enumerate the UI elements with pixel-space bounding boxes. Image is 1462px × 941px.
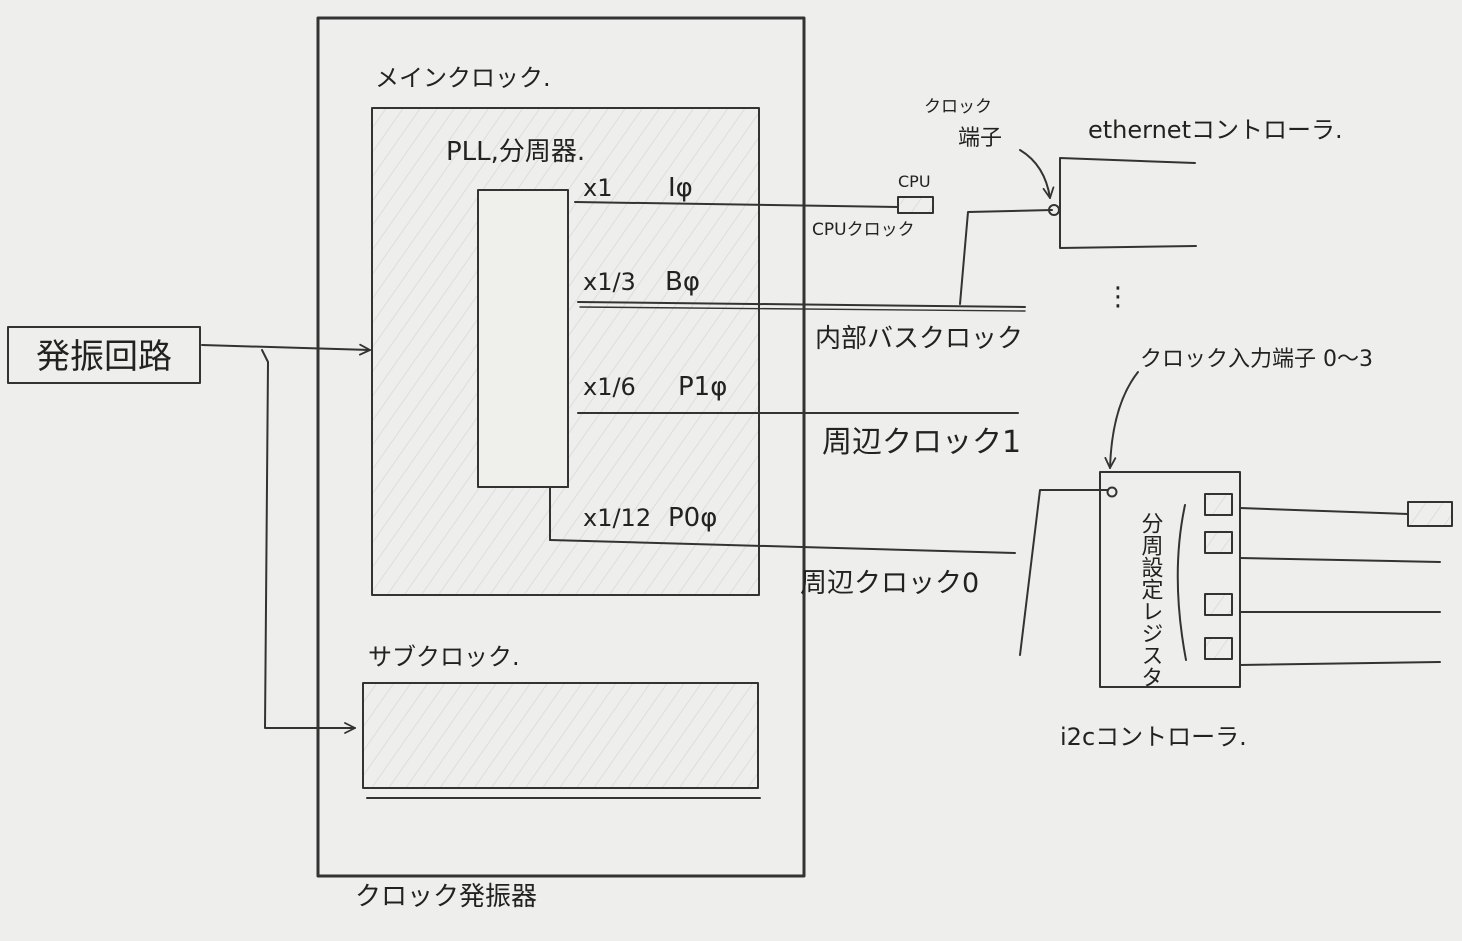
clock-generator-label: クロック発振器 (355, 882, 537, 912)
sub-clock: サブクロック. (362, 643, 761, 799)
ratio-label: x1 (583, 174, 612, 202)
signal-label: P0φ (668, 503, 717, 533)
clock-generator: クロック発振器 (316, 16, 806, 912)
clock-terminal-label: クロック (924, 97, 992, 117)
sub-clock-label: サブクロック. (368, 643, 520, 671)
divider-register-label: 分周設定レジスタ (1138, 512, 1164, 688)
clock-input-terminal-label: クロック入力端子 0～3 (1140, 347, 1373, 372)
oscillator-feed-lines (201, 343, 371, 734)
signal-label: Iφ (668, 173, 693, 203)
pll-divider-label: PLL,分周器. (446, 137, 585, 167)
oscillator-circuit-label: 発振回路 (36, 337, 172, 377)
clock-terminal-label: 端子 (958, 126, 1002, 151)
oscillator-circuit: 発振回路 (7, 326, 201, 384)
cpu: CPU CPUクロック (812, 172, 934, 240)
i2c-controller: クロック入力端子 0～3 分周設定レジスタ i2cコントローラ. (1019, 347, 1373, 751)
clock-input-terminal (1204, 637, 1233, 660)
peripheral-device (1407, 501, 1453, 527)
ethernet-controller: ethernetコントローラ. クロック 端子 ⋮ (924, 97, 1343, 312)
signal-label: Bφ (665, 267, 700, 297)
peripheral-clock-0-label: 周辺クロック0 (800, 568, 979, 599)
ratio-label: x1/12 (583, 504, 651, 532)
clock-output-lines (549, 201, 1026, 554)
divider-rows: x1 Iφ x1/3 Bφ x1/6 P1φ x1/12 P0φ (583, 173, 727, 533)
pll-divider-block (477, 189, 569, 488)
peripheral-clock-1-label: 周辺クロック1 (822, 425, 1021, 460)
signal-label: P1φ (678, 372, 727, 402)
clock-input-terminal (1204, 593, 1233, 616)
clock-input-terminal (1204, 531, 1233, 554)
ethernet-controller-label: ethernetコントローラ. (1088, 116, 1343, 144)
main-clock-label: メインクロック. (375, 64, 551, 92)
clock-input-terminal (1204, 493, 1233, 516)
ratio-label: x1/6 (583, 373, 636, 401)
ethernet-clock-line (959, 204, 1060, 305)
internal-bus-clock-label: 内部バスクロック (815, 324, 1023, 354)
more-controllers-ellipsis: ⋮ (1105, 282, 1131, 312)
ratio-label: x1/3 (583, 268, 636, 296)
cpu-label: CPU (898, 172, 931, 191)
main-clock: メインクロック. PLL,分周器. (371, 64, 760, 596)
cpu-clock-label: CPUクロック (812, 220, 915, 240)
i2c-output-lines (1239, 507, 1441, 666)
i2c-controller-label: i2cコントローラ. (1060, 723, 1247, 751)
